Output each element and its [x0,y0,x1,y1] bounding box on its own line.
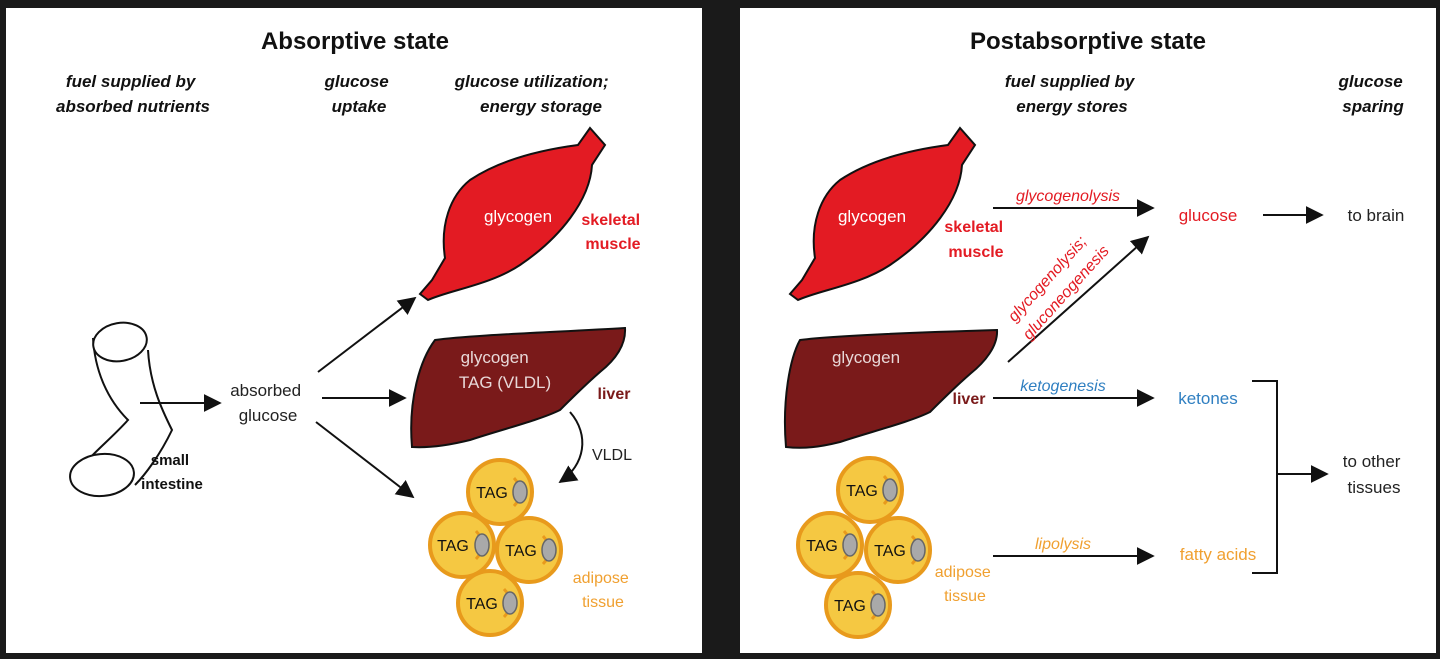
left-liver-label: liver [598,386,631,403]
left-tag-4: TAG [466,596,498,613]
right-liver-inner: glycogen [832,348,900,367]
liver-shape [410,326,627,449]
right-liver-shape [783,328,999,449]
left-adipose-label: adipose tissue [573,570,634,611]
ketogenesis-label: ketogenesis [1020,378,1105,395]
small-intestine-icon [69,321,174,498]
vldl-label: VLDL [592,447,632,464]
glucose-to-adipose-arrow [315,421,415,499]
liver-to-glucose-arrow [1007,235,1150,363]
right-header-col1: fuel supplied by energy stores [1005,72,1139,116]
left-tag-3: TAG [505,543,537,560]
left-header-col2: glucose uptake [324,72,394,116]
right-muscle-label: skeletal muscle [944,219,1007,261]
left-liver-inner: glycogen TAG (VLDL) [459,348,551,392]
right-liver-label: liver [953,391,986,408]
bracket [1252,380,1278,574]
right-skeletal-muscle-shape [788,126,977,302]
right-adipose-label: adipose tissue [935,564,996,605]
glucose-product: glucose [1179,206,1238,225]
right-tag-3: TAG [874,543,906,560]
right-tag-2: TAG [806,538,838,555]
left-tag-2: TAG [437,538,469,555]
absorbed-glucose-label: absorbed glucose [230,381,306,425]
glycogenolysis-label: glycogenolysis [1016,188,1120,205]
right-muscle-glycogen: glycogen [838,207,906,226]
right-tag-4: TAG [834,598,866,615]
glucose-to-muscle-arrow [317,296,417,373]
to-other-tissues-label: to other tissues [1343,452,1405,497]
ketones-product: ketones [1178,389,1238,408]
fatty-acids-product: fatty acids [1180,545,1257,564]
right-tag-1: TAG [846,483,878,500]
skeletal-muscle-shape [418,126,607,302]
left-muscle-glycogen: glycogen [484,207,552,226]
to-brain-label: to brain [1348,206,1405,225]
lipolysis-label: lipolysis [1035,536,1091,553]
left-title: Absorptive state [261,28,449,55]
left-header-col1: fuel supplied by absorbed nutrients [56,72,210,116]
vldl-arrow [558,411,584,484]
left-tag-1: TAG [476,485,508,502]
left-muscle-label: skeletal muscle [581,212,644,253]
right-header-col2: glucose sparing [1338,72,1408,116]
right-title: Postabsorptive state [970,28,1206,55]
small-intestine-label: small intestine [141,452,203,493]
left-header-col3: glucose utilization; energy storage [454,72,614,116]
